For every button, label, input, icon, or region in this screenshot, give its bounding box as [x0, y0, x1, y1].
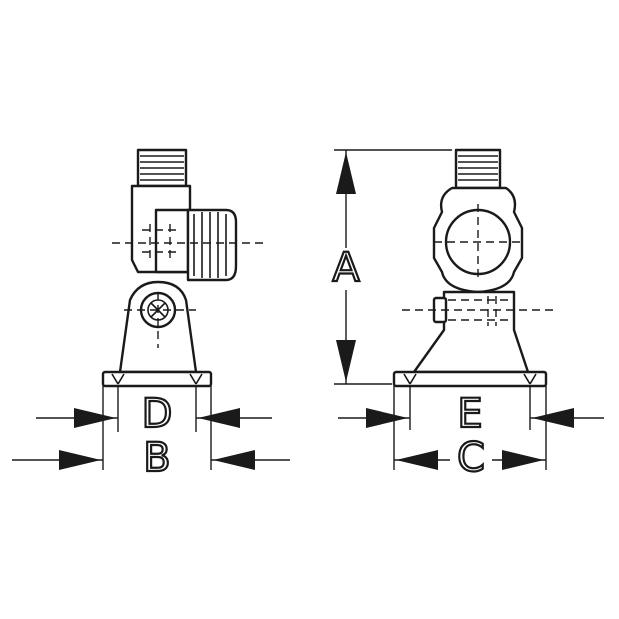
front-view-threaded-stud: [454, 148, 502, 190]
dimension-d-arrow-right: [198, 408, 240, 428]
front-view: [392, 148, 556, 388]
side-view-threaded-stud: [136, 148, 188, 188]
front-view-hidden-threads: [448, 296, 512, 326]
dimension-d-label: D: [142, 391, 173, 437]
dimension-c-arrow-right: [502, 450, 544, 470]
dimension-d-arrow-left: [74, 408, 116, 428]
front-view-pedestal: [412, 290, 530, 374]
side-view-hidden-detail: [142, 224, 178, 262]
dimension-a-arrow-down: [336, 340, 356, 382]
dimension-c: C: [393, 386, 547, 482]
dimension-b-arrow-right: [213, 450, 255, 470]
front-view-base-plate: [392, 370, 548, 388]
dimension-e-arrow-right: [532, 408, 574, 428]
dimension-e-arrow-left: [366, 408, 408, 428]
dimension-a-label: A: [332, 245, 360, 291]
dimension-b-label: B: [143, 435, 170, 481]
dimension-b-arrow-left: [59, 450, 101, 470]
side-view-base-plate: [101, 370, 213, 388]
dimension-a: A: [326, 149, 452, 385]
dimension-b: B: [12, 386, 290, 482]
dimension-d: D: [36, 386, 272, 438]
dimension-c-label: C: [457, 435, 485, 481]
side-view: [101, 148, 266, 388]
dimension-c-arrow-left: [396, 450, 438, 470]
side-view-locking-knob: [186, 208, 238, 282]
dimension-e-label: E: [457, 391, 482, 437]
dimension-e: E: [338, 386, 604, 438]
dimension-a-arrow-up: [336, 152, 356, 194]
side-view-hub: [154, 208, 190, 274]
